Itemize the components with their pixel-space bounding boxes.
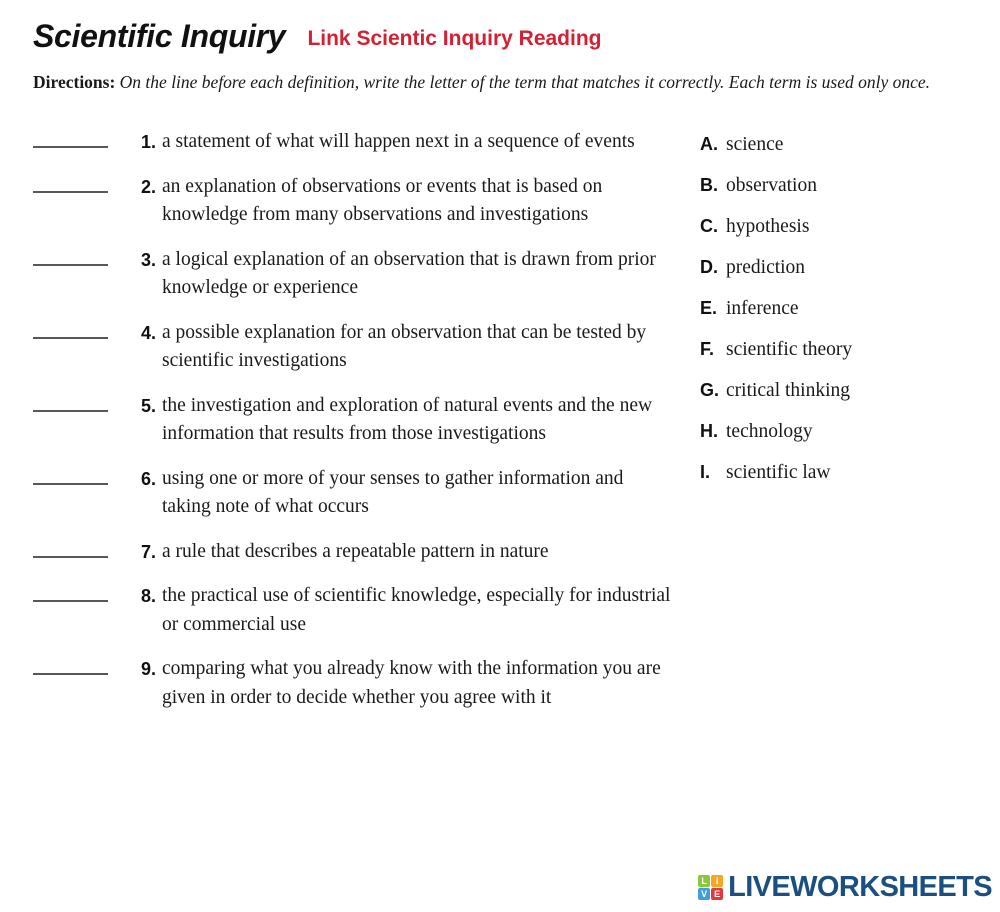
answer-blank-7[interactable]: [33, 538, 128, 558]
option-letter: G.: [700, 380, 720, 400]
blank-line-icon: [33, 263, 108, 266]
list-item: 7. a rule that describes a repeatable pa…: [33, 538, 673, 567]
answer-blank-5[interactable]: [33, 392, 128, 412]
option-letter: F.: [700, 339, 715, 359]
item-number: 5.: [140, 395, 156, 416]
list-item: 1. a statement of what will happen next …: [33, 128, 673, 157]
blank-line-icon: [33, 600, 108, 602]
item-text: a rule that describes a repeatable patte…: [162, 540, 549, 562]
option-letter: I.: [700, 462, 711, 482]
answer-blank-2[interactable]: [33, 173, 128, 193]
option-label: observation: [726, 175, 817, 196]
item-number: 4.: [140, 322, 156, 343]
logo-tile-v: V: [698, 888, 711, 900]
item-number: 3.: [140, 249, 156, 270]
blank-line-icon: [33, 555, 108, 558]
answer-blank-6[interactable]: [33, 465, 128, 485]
logo-tile-i: I: [711, 875, 724, 887]
item-number: 8.: [140, 586, 156, 606]
directions-text: On the line before each definition, writ…: [119, 72, 930, 92]
logo-tile-e: E: [711, 888, 724, 900]
option-label: scientific theory: [726, 339, 853, 360]
worksheet-header: Scientific Inquiry Link Scientic Inquiry…: [33, 18, 973, 95]
logo-tiles-icon: L I V E: [698, 875, 724, 900]
term-option-e[interactable]: E. inference: [700, 298, 980, 339]
term-option-f[interactable]: F. scientific theory: [700, 339, 980, 380]
blank-line-icon: [33, 190, 108, 193]
blank-line-icon: [33, 146, 108, 148]
term-bank: A. science B. observation C. hypothesis …: [700, 134, 980, 503]
term-option-d[interactable]: D. prediction: [700, 257, 980, 298]
logo-tile-l: L: [698, 875, 711, 887]
item-number: 7.: [140, 541, 156, 562]
option-letter: E.: [700, 298, 718, 318]
page-title: Scientific Inquiry: [33, 18, 286, 54]
term-option-b[interactable]: B. observation: [700, 175, 980, 216]
list-item: 3. a logical explanation of an observati…: [33, 246, 673, 303]
option-letter: B.: [700, 175, 718, 195]
term-option-h[interactable]: H. technology: [700, 421, 980, 462]
option-label: prediction: [726, 257, 806, 278]
list-item: 8. the practical use of scientific knowl…: [33, 582, 673, 639]
answer-blank-1[interactable]: [33, 128, 128, 148]
item-number: 2.: [140, 176, 156, 197]
list-item: 9. comparing what you already know with …: [33, 655, 673, 712]
option-letter: C.: [700, 216, 718, 236]
page-subtitle-link: Link Scientic Inquiry Reading: [307, 27, 602, 50]
blank-line-icon: [33, 673, 108, 675]
logo-wordmark: LIVEWORKSHEETS: [728, 871, 993, 903]
option-letter: A.: [700, 134, 718, 154]
term-option-c[interactable]: C. hypothesis: [700, 216, 980, 257]
term-option-g[interactable]: G. critical thinking: [700, 380, 980, 421]
option-label: hypothesis: [726, 216, 810, 237]
item-text: a logical explanation of an observation …: [162, 248, 656, 299]
option-label: inference: [726, 298, 799, 319]
item-text: the investigation and exploration of nat…: [162, 394, 653, 445]
option-letter: H.: [700, 421, 718, 441]
item-text: a possible explanation for an observatio…: [162, 321, 647, 372]
item-text: an explanation of observations or events…: [162, 175, 603, 226]
blank-line-icon: [33, 482, 108, 485]
item-text: a statement of what will happen next in …: [162, 131, 635, 152]
term-option-i[interactable]: I. scientific law: [700, 462, 980, 503]
item-text: using one or more of your senses to gath…: [162, 467, 624, 518]
list-item: 2. an explanation of observations or eve…: [33, 173, 673, 230]
answer-blank-8[interactable]: [33, 582, 128, 602]
directions-paragraph: Directions: On the line before each defi…: [33, 70, 963, 95]
item-number: 9.: [140, 659, 156, 679]
title-row: Scientific Inquiry Link Scientic Inquiry…: [33, 18, 973, 55]
directions-label: Directions:: [33, 72, 116, 92]
answer-blank-3[interactable]: [33, 246, 128, 266]
blank-line-icon: [33, 336, 108, 339]
liveworksheets-logo[interactable]: L I V E LIVEWORKSHEETS: [698, 871, 993, 904]
option-label: critical thinking: [726, 380, 851, 401]
term-option-a[interactable]: A. science: [700, 134, 980, 175]
item-text: comparing what you already know with the…: [162, 658, 661, 708]
list-item: 6. using one or more of your senses to g…: [33, 465, 673, 522]
answer-blank-4[interactable]: [33, 319, 128, 339]
item-number: 1.: [140, 132, 156, 152]
item-text: the practical use of scientific knowledg…: [162, 585, 671, 635]
list-item: 5. the investigation and exploration of …: [33, 392, 673, 449]
blank-line-icon: [33, 409, 108, 412]
option-label: technology: [726, 421, 813, 442]
list-item: 4. a possible explanation for an observa…: [33, 319, 673, 376]
option-label: scientific law: [726, 462, 831, 483]
definitions-list: 1. a statement of what will happen next …: [33, 128, 673, 728]
answer-blank-9[interactable]: [33, 655, 128, 675]
option-label: science: [726, 134, 784, 155]
item-number: 6.: [140, 468, 156, 489]
option-letter: D.: [700, 257, 718, 277]
